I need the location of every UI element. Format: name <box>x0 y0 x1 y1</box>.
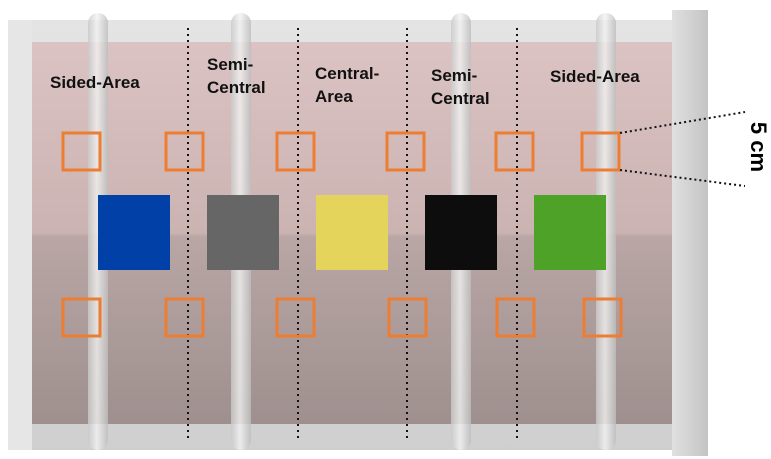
scale-label: 5 cm <box>746 121 771 173</box>
sample-box <box>580 131 621 172</box>
yellow-patch <box>316 195 388 270</box>
sample-box <box>275 297 316 338</box>
color-patches <box>98 195 606 270</box>
sample-box <box>164 131 205 172</box>
sample-box <box>494 131 535 172</box>
sample-box <box>275 131 316 172</box>
scale-line-bottom <box>619 169 746 187</box>
sample-boxes-top <box>61 131 621 172</box>
sample-boxes-bottom <box>61 297 623 338</box>
sample-box <box>61 297 102 338</box>
black-patch <box>425 195 497 270</box>
sample-box <box>495 297 536 338</box>
zone-label-central: Central- Area <box>315 64 380 106</box>
scale-callout <box>619 111 746 187</box>
sample-box <box>582 297 623 338</box>
gray-patch <box>207 195 279 270</box>
left-end-cap <box>8 20 32 450</box>
green-patch <box>534 195 606 270</box>
zone-dividers <box>187 28 518 438</box>
zone-label-sided-right: Sided-Area <box>550 67 640 86</box>
sample-box <box>385 131 426 172</box>
zone-label-semi-central-right: Semi- Central <box>431 66 490 108</box>
blue-patch <box>98 195 170 270</box>
sample-box <box>387 297 428 338</box>
right-end-cap <box>672 10 708 456</box>
zone-label-semi-central-left: Semi- Central <box>207 55 266 97</box>
sample-box <box>164 297 205 338</box>
scale-line-top <box>619 111 746 134</box>
zone-label-sided-left: Sided-Area <box>50 73 140 92</box>
sample-box <box>61 131 102 172</box>
